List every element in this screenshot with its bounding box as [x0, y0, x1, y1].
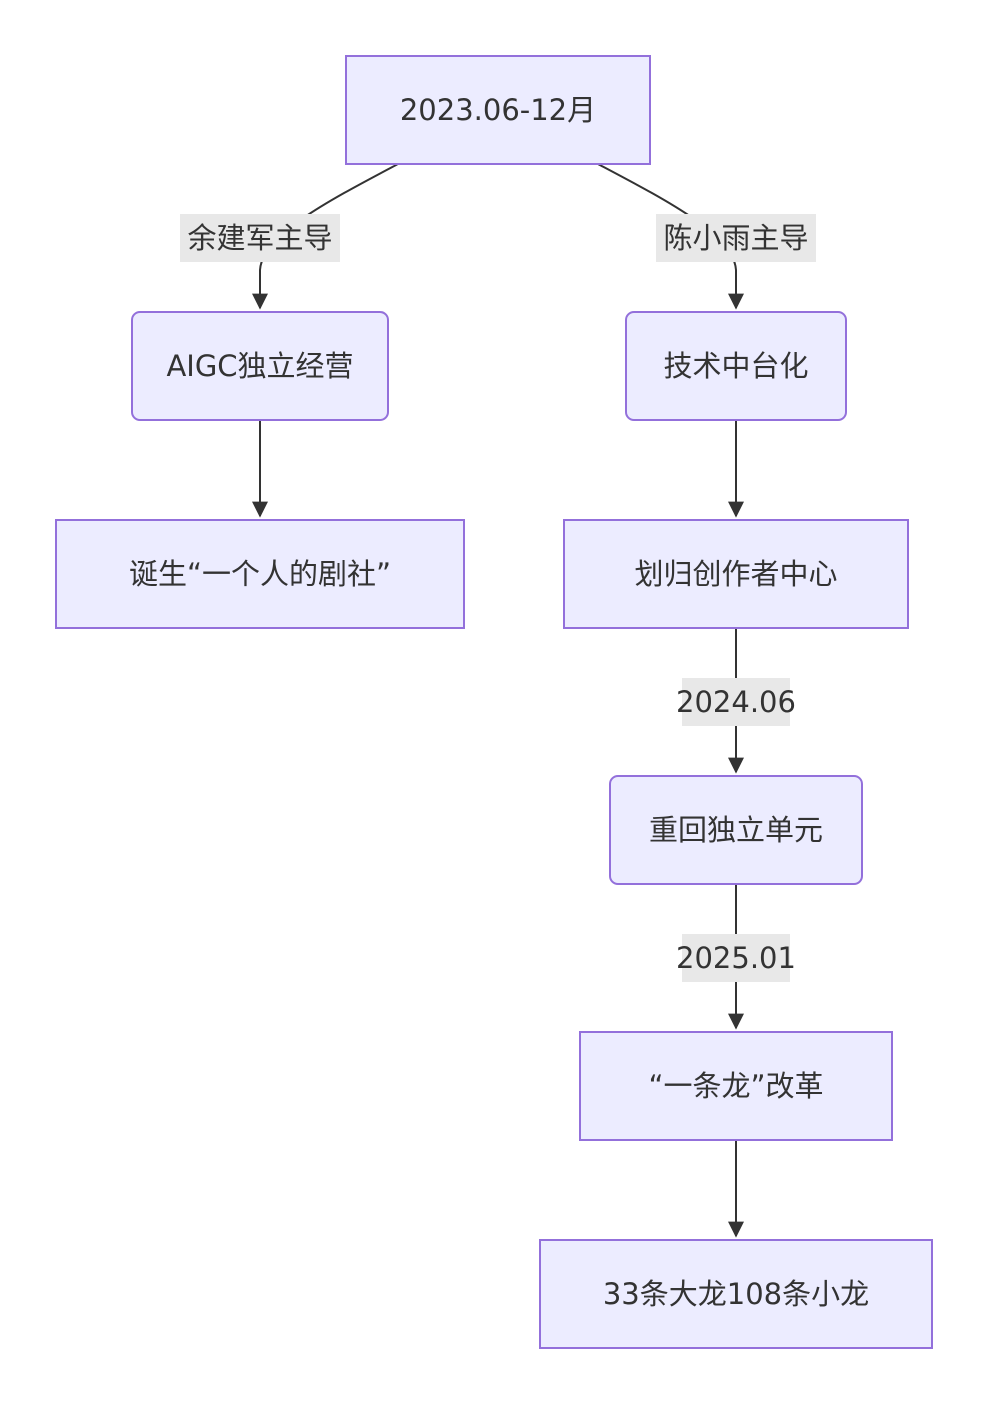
node-solo: 诞生“一个人的剧社” — [55, 519, 465, 629]
edge-label-yu-text: 余建军主导 — [187, 221, 332, 255]
node-aigc-label: AIGC独立经营 — [166, 349, 353, 383]
node-dragon-label: “一条龙”改革 — [648, 1069, 823, 1103]
node-tech-label: 技术中台化 — [663, 349, 808, 383]
node-start: 2023.06-12月 — [345, 55, 651, 165]
node-result: 33条大龙108条小龙 — [539, 1239, 933, 1349]
node-creator: 划归创作者中心 — [563, 519, 909, 629]
node-dragon: “一条龙”改革 — [579, 1031, 893, 1141]
edge-label-2025: 2025.01 — [676, 934, 796, 982]
node-creator-label: 划归创作者中心 — [634, 557, 837, 591]
edge-label-2025-text: 2025.01 — [676, 941, 796, 975]
edge-label-2024: 2024.06 — [676, 678, 796, 726]
edge-label-chen: 陈小雨主导 — [656, 214, 816, 262]
node-back-label: 重回独立单元 — [649, 813, 823, 847]
node-start-label: 2023.06-12月 — [400, 93, 596, 127]
node-back: 重回独立单元 — [609, 775, 863, 885]
edge-label-2024-text: 2024.06 — [676, 685, 796, 719]
edge-label-yu: 余建军主导 — [180, 214, 340, 262]
node-solo-label: 诞生“一个人的剧社” — [129, 557, 391, 591]
node-aigc: AIGC独立经营 — [131, 311, 389, 421]
node-result-label: 33条大龙108条小龙 — [603, 1277, 869, 1311]
edge-label-chen-text: 陈小雨主导 — [663, 221, 808, 255]
node-tech: 技术中台化 — [625, 311, 847, 421]
